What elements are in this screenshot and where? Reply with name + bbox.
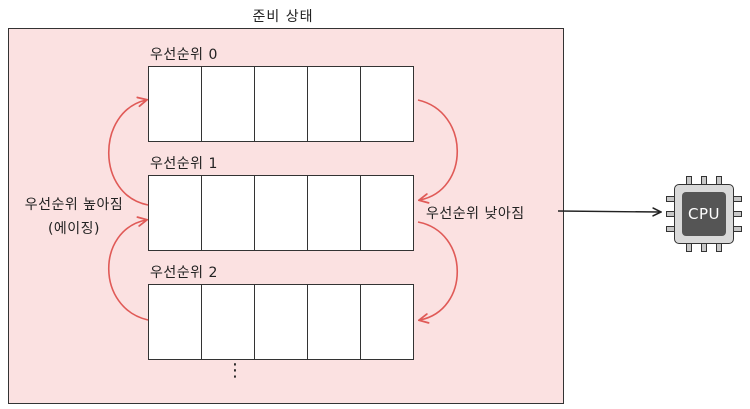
lower-arrow-1-to-2 xyxy=(418,221,459,320)
queue-slot xyxy=(149,67,202,141)
aging-label-line2: (에이징) xyxy=(47,221,101,237)
cpu-chip-icon: CPU xyxy=(664,174,744,254)
cpu-body: CPU xyxy=(674,184,734,244)
queue-slot xyxy=(308,67,361,141)
queue-slot xyxy=(255,285,308,359)
queue-slot xyxy=(308,285,361,359)
aging-arrow-2-to-1 xyxy=(107,220,148,321)
to-cpu-arrow xyxy=(557,211,660,212)
priority-lower-label: 우선순위 낮아짐 xyxy=(426,206,525,222)
queue-slot xyxy=(149,285,202,359)
queue-slot xyxy=(202,285,255,359)
queue-slot xyxy=(149,176,202,250)
queue-label-priority-2: 우선순위 2 xyxy=(150,265,218,281)
queue-label-priority-0: 우선순위 0 xyxy=(150,47,218,63)
queue-slot xyxy=(255,67,308,141)
queue-slot xyxy=(308,176,361,250)
queue-label-priority-1: 우선순위 1 xyxy=(150,156,218,172)
aging-arrow-1-to-0 xyxy=(107,100,148,206)
cpu-label: CPU xyxy=(682,192,726,236)
queue-priority-2 xyxy=(148,284,414,360)
queue-priority-1 xyxy=(148,175,414,251)
ready-state-title: 준비 상태 xyxy=(252,9,314,25)
queue-slot xyxy=(202,67,255,141)
lower-arrow-0-to-1 xyxy=(418,99,459,200)
aging-label: 우선순위 높아짐 (에이징) xyxy=(12,194,136,238)
queue-slot xyxy=(255,176,308,250)
aging-label-line1: 우선순위 높아짐 xyxy=(24,197,124,213)
queue-slot xyxy=(202,176,255,250)
queue-priority-0 xyxy=(148,66,414,142)
